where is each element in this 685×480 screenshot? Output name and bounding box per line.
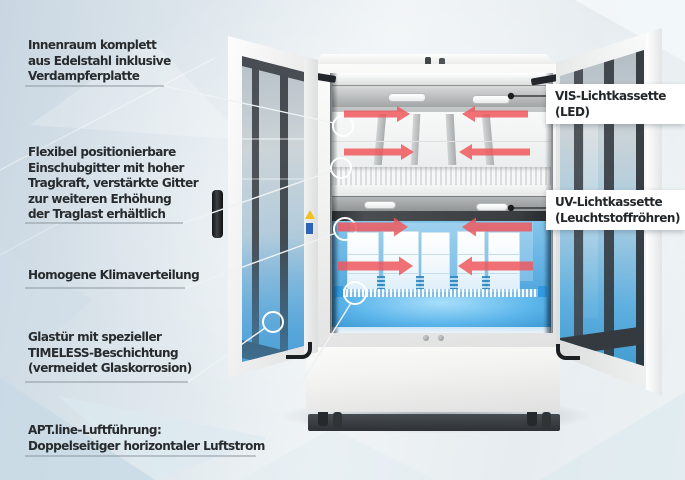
crate-feet <box>377 276 385 290</box>
glass-reflection <box>242 138 304 140</box>
pointer-dot <box>507 92 515 100</box>
crate-feet <box>482 276 490 290</box>
cassette-handle <box>476 203 508 211</box>
caster-wheel <box>542 412 551 428</box>
sill-bolt <box>438 335 444 341</box>
label-vis-lichtkassette: VIS-Lichtkassette (LED) <box>546 84 685 124</box>
top-bolt <box>425 57 431 67</box>
pointer-dot <box>507 204 515 212</box>
callout-einschubgitter: Flexibel positionierbare Einschubgitter … <box>28 145 199 221</box>
callout-aptline: APT.line-Luftführung: Doppelseitiger hor… <box>28 423 265 453</box>
door-cable <box>286 342 312 359</box>
airflow-arrow <box>338 106 533 276</box>
left-door-handle <box>212 190 223 238</box>
door-cable <box>556 344 580 360</box>
door-inner-post <box>304 58 318 358</box>
perforated-shelf <box>332 167 551 185</box>
cassette-handle <box>472 95 510 104</box>
shelf-edge <box>338 289 545 297</box>
sill-bolt <box>423 335 429 341</box>
warning-triangle-sticker <box>305 210 315 219</box>
interior-ceiling <box>330 73 553 87</box>
front-lip <box>332 327 551 333</box>
vis-zone <box>332 112 551 167</box>
pointer-leader <box>514 95 547 209</box>
caster-wheel <box>527 408 537 426</box>
sample-box <box>421 232 450 292</box>
callout-innenraum: Innenraum komplett aus Edelstahl inklusi… <box>28 38 171 83</box>
crate-feet <box>416 276 424 290</box>
uv-light-cassette <box>332 196 551 212</box>
uv-tube-bar <box>332 211 551 221</box>
cassette-rail <box>332 107 551 112</box>
callout-glastuer: Glastür mit spezieller TIMELESS-Beschich… <box>28 330 192 375</box>
top-bolt <box>439 58 445 67</box>
glass-mullion <box>280 56 288 362</box>
shelf-line <box>332 141 551 142</box>
label-uv-lichtkassette: UV-Lichtkassette (Leuchtstoffröhren) <box>546 190 685 230</box>
side-shade-right <box>543 221 551 333</box>
glass-uv-glow <box>242 240 304 362</box>
vis-light-cassette <box>332 85 551 108</box>
glass-mullion <box>252 56 259 362</box>
info-sticker <box>306 223 313 234</box>
cassette-handle <box>388 93 426 102</box>
glass-reflection <box>242 178 304 180</box>
callout-circle-marker <box>262 115 367 333</box>
uv-zone <box>332 221 551 333</box>
shelf-clip <box>538 286 547 299</box>
opening-shade-left <box>330 73 338 333</box>
cassette-handle <box>364 201 396 209</box>
callout-underline <box>25 85 256 457</box>
caster-wheel <box>333 412 342 428</box>
crate-feet <box>450 276 458 290</box>
callout-klimaverteilung: Homogene Klimaverteilung <box>28 268 200 282</box>
cabinet-top-panel <box>312 54 556 67</box>
caster-wheel <box>318 408 328 426</box>
uv-floor <box>336 297 547 327</box>
callout-leader-line <box>163 85 352 457</box>
shadow-band <box>308 414 560 431</box>
shelf-tray <box>332 185 551 196</box>
